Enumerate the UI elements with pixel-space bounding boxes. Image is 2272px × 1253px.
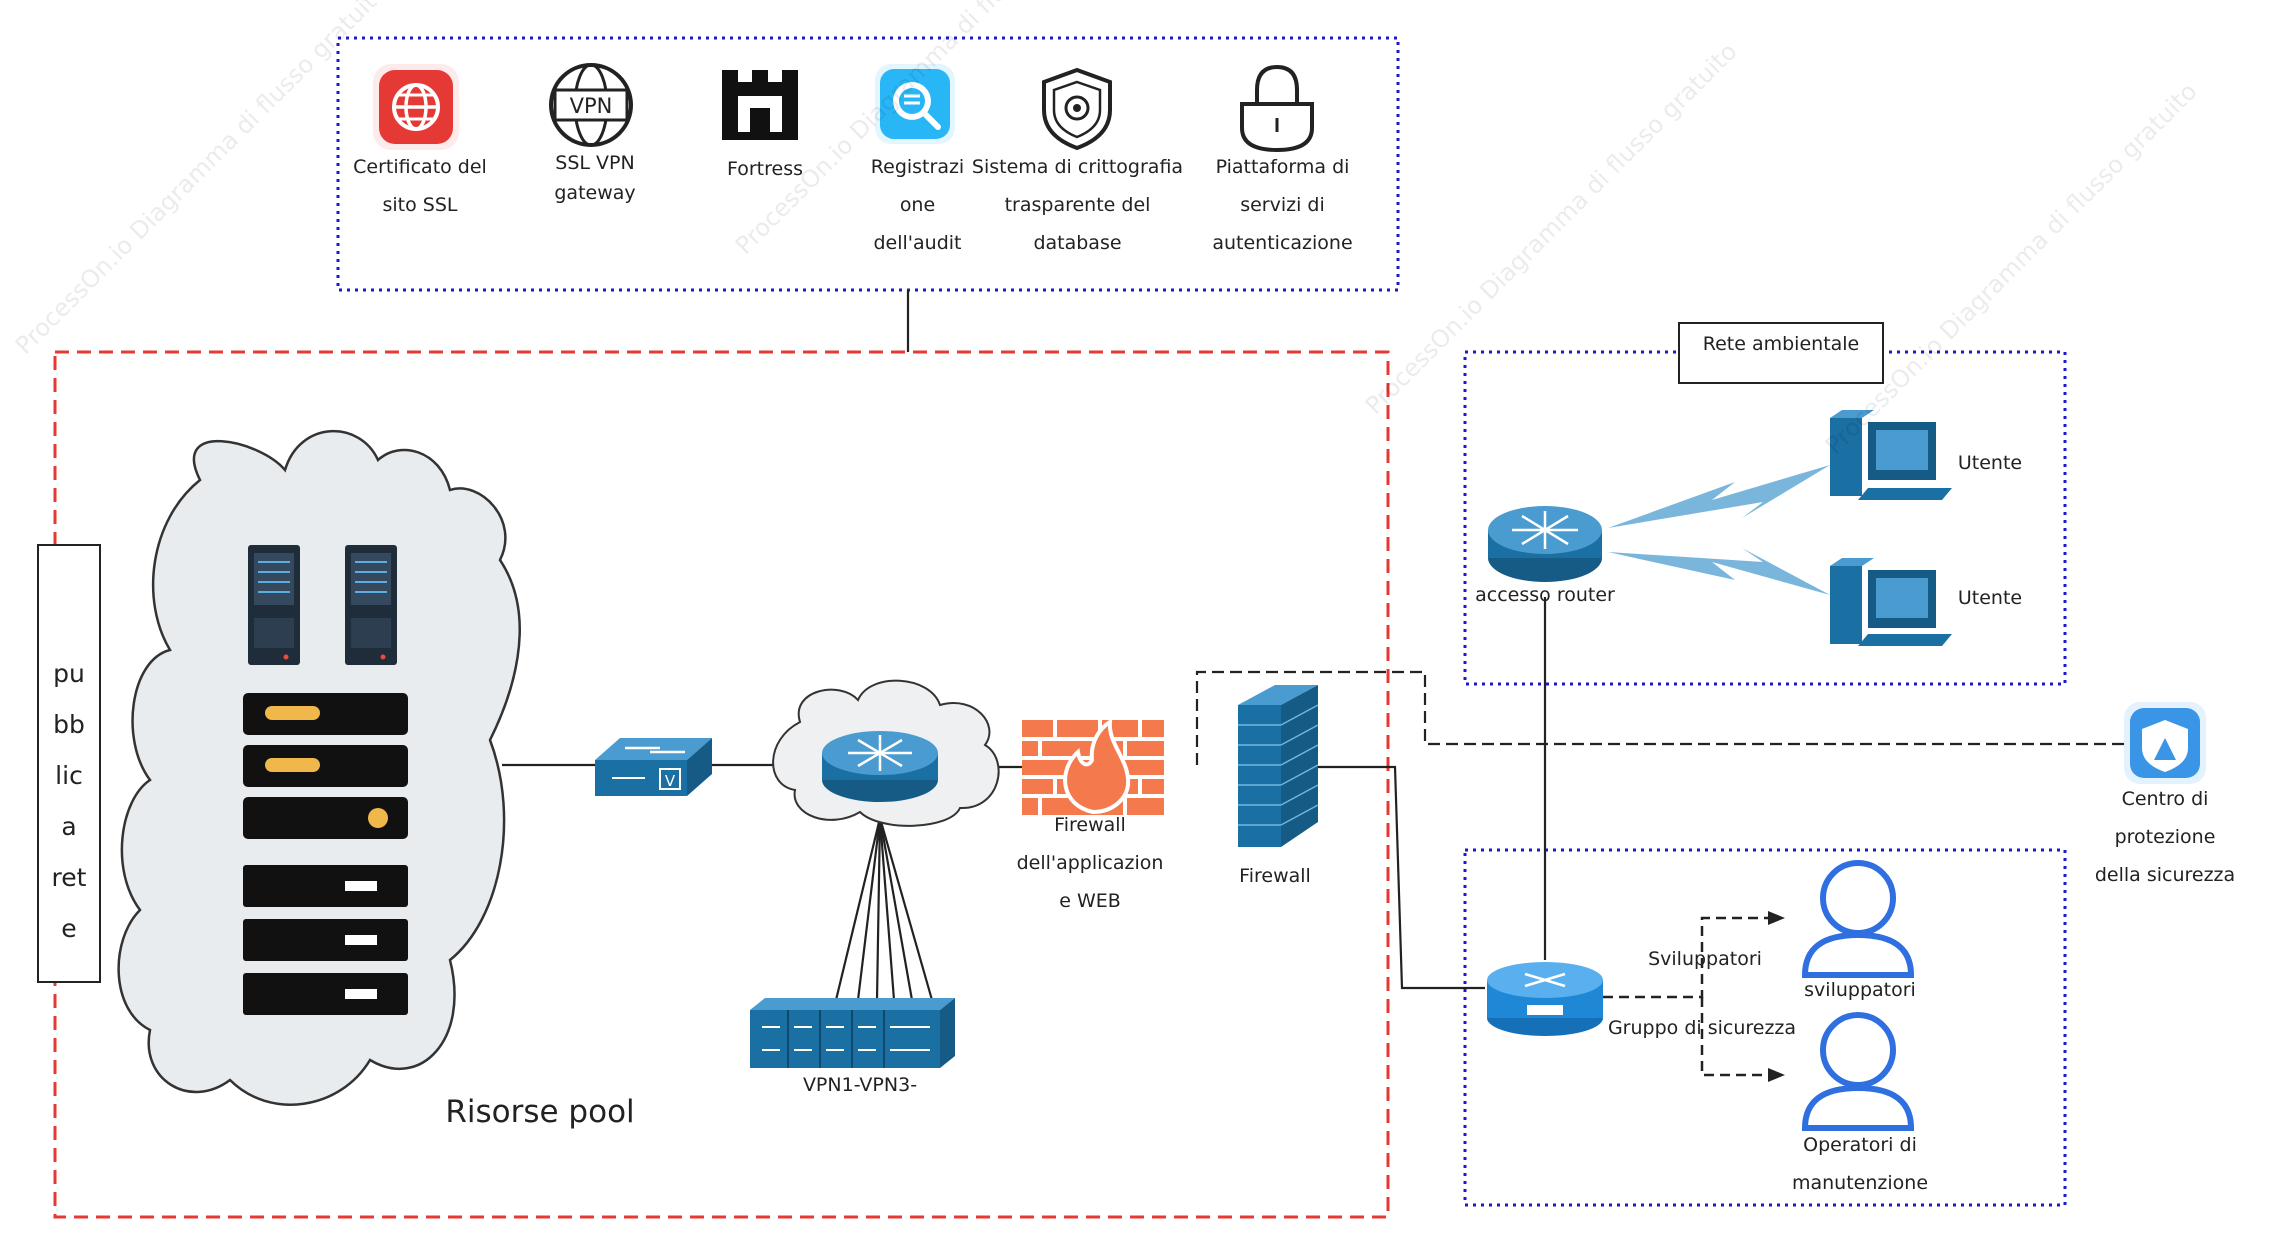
castle-icon — [722, 70, 798, 140]
edge-label-ops: Gruppo di sicurezza — [1607, 1017, 1797, 1039]
env-network-title: Rete ambientale — [1678, 322, 1884, 384]
sec-center-dashed-link — [1195, 670, 2125, 765]
ops-person-icon — [1801, 1012, 1915, 1131]
vpn-switch-icon: V — [595, 738, 712, 796]
connectors — [502, 290, 1547, 1001]
tool-label-ssl-cert: Certificato del sito SSL — [353, 156, 487, 216]
arrow-head — [1768, 1068, 1785, 1082]
firewall-label: Firewall — [1239, 865, 1311, 887]
tool-label-audit: Registrazi one dell'audit — [870, 156, 965, 254]
env-network-box — [1463, 350, 2067, 686]
wireless-link-icon — [1608, 465, 1830, 528]
padlock-icon — [1240, 64, 1314, 153]
dev-ops-arrows — [1603, 916, 1770, 1077]
edge-label-devs: Sviluppatori — [1648, 948, 1762, 970]
wireless-link-icon — [1608, 548, 1830, 595]
vpn-switch-badge: V — [665, 772, 676, 790]
access-router-label: accesso router — [1475, 584, 1615, 606]
vpn-concentrator-group-icon — [750, 998, 955, 1068]
public-network-label: pu bb lic a ret e — [51, 659, 87, 943]
developers-label: sviluppatori — [1804, 979, 1916, 1001]
arrow-head — [1768, 911, 1785, 925]
access-router-icon — [1488, 506, 1602, 582]
distribution-router-icon — [1487, 962, 1603, 1036]
globe-shield-icon — [373, 64, 459, 150]
tool-label-ssl-vpn: SSL VPN gateway — [554, 152, 636, 204]
tool-label-auth-platform: Piattaforma di servizi di autenticazione — [1212, 156, 1353, 254]
vpn-globe-icon: VPN — [549, 63, 633, 147]
tool-label-fortress: Fortress — [726, 158, 804, 180]
vpn-group-label: VPN1-VPN3- — [802, 1074, 918, 1096]
workstation-icon — [1830, 410, 1952, 500]
tools-box — [336, 36, 1400, 292]
shield-lock-icon — [1042, 67, 1112, 151]
storage-array-icon — [243, 693, 408, 839]
public-network-box — [37, 544, 101, 983]
core-router-icon — [822, 731, 938, 802]
tool-label-db-encrypt: Sistema di crittografia trasparente del … — [971, 156, 1184, 254]
waf-label: Firewall dell'applicazion e WEB — [1016, 814, 1164, 912]
user-label-1: Utente — [1957, 452, 2023, 474]
vpn-badge-text: VPN — [570, 94, 613, 118]
ops-label: Operatori di manutenzione — [1791, 1134, 1929, 1194]
audit-search-icon — [875, 64, 955, 144]
security-center-icon — [2124, 702, 2206, 784]
server-stack-icon — [243, 865, 408, 1015]
resource-pool-label: Risorse pool — [445, 1094, 635, 1130]
rack-server-icon — [345, 545, 397, 665]
developer-person-icon — [1801, 860, 1915, 978]
dev-ops-box — [1463, 848, 2067, 1207]
rack-server-icon — [248, 545, 300, 665]
security-center-label: Centro di protezione della sicurezza — [2094, 788, 2236, 886]
firewall-icon — [1238, 685, 1319, 847]
workstation-icon — [1830, 558, 1952, 646]
user-label-2: Utente — [1957, 587, 2023, 609]
waf-firewall-icon — [1022, 718, 1164, 815]
